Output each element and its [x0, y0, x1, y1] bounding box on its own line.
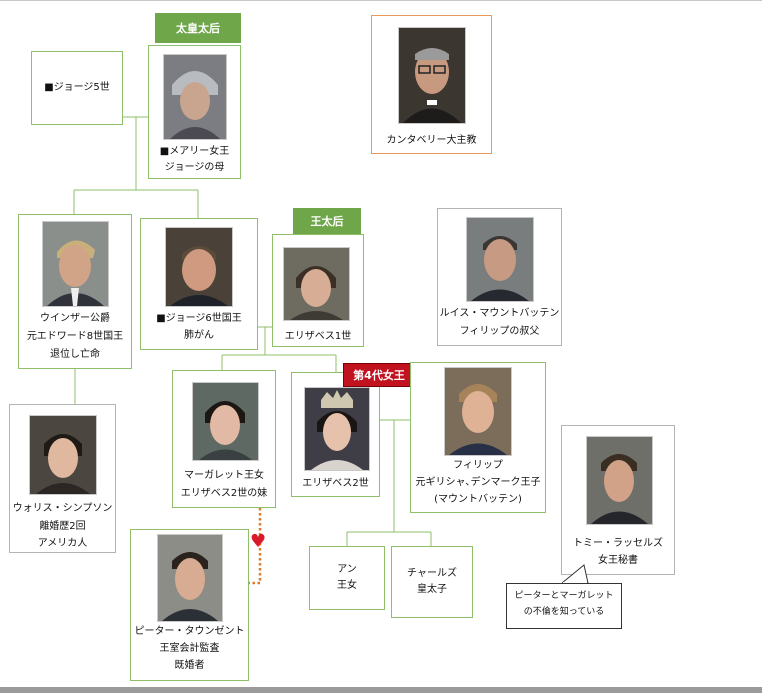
person-archbishop: カンタベリー大主教 [371, 15, 492, 154]
philip-photo [444, 367, 512, 456]
townsend-photo [157, 534, 223, 622]
mary-note: ジョージの母 [164, 162, 225, 173]
person-mountbatten: ルイス・マウントバッテン フィリップの叔父 [437, 208, 562, 346]
mountbatten-name: ルイス・マウントバッテン [439, 308, 560, 319]
windsor-photo [42, 221, 109, 307]
person-george6: ■ジョージ6世国王 肺がん [140, 218, 258, 350]
person-charles: チャールズ 皇太子 [391, 546, 473, 618]
mary-name: ■メアリー女王 [159, 146, 230, 157]
top-divider [0, 0, 762, 1]
margaret-note: エリザベス2世の妹 [180, 488, 268, 499]
mountbatten-photo [466, 217, 534, 302]
george5-name: ■ジョージ5世 [44, 82, 110, 93]
charles-title: 皇太子 [417, 584, 447, 595]
philip-note-1: 元ギリシャ､デンマーク王子 [415, 477, 541, 488]
mountbatten-note: フィリップの叔父 [459, 326, 540, 337]
note-line-1: ピーターとマーガレット [514, 591, 614, 601]
elizabeth1-photo [283, 247, 350, 321]
anne-title: 王女 [337, 580, 357, 591]
bottom-bar [0, 687, 762, 693]
lascelles-photo [586, 436, 653, 525]
person-philip: フィリップ 元ギリシャ､デンマーク王子 (マウントバッテン) [410, 362, 546, 513]
philip-name: フィリップ [453, 460, 503, 471]
simpson-name: ウォリス・シンプソン [12, 503, 113, 514]
anne-name: アン [337, 564, 357, 575]
title-queen-mother-grand: 太皇太后 [155, 13, 241, 43]
person-elizabeth1: エリザベス1世 [272, 234, 364, 347]
mary-photo [163, 54, 227, 140]
person-simpson: ウォリス・シンプソン 離婚歴2回 アメリカ人 [9, 404, 116, 553]
george6-name: ■ジョージ6世国王 [156, 313, 242, 324]
affair-line [249, 508, 262, 585]
person-george5: ■ジョージ5世 [31, 51, 123, 125]
george6-note: 肺がん [184, 330, 214, 341]
lascelles-note: 女王秘書 [598, 555, 638, 566]
archbishop-name: カンタベリー大主教 [386, 135, 477, 146]
elizabeth2-name: エリザベス2世 [302, 478, 369, 489]
person-elizabeth2: エリザベス2世 [291, 372, 380, 497]
title-fourth-queen: 第4代女王 [343, 363, 415, 387]
person-townsend: ピーター・タウンゼント 王室会計監査 既婚者 [130, 529, 249, 681]
simpson-note-1: 離婚歴2回 [39, 521, 86, 532]
note-line-2: の不倫を知っている [523, 607, 605, 617]
george6-photo [165, 227, 233, 307]
simpson-photo [29, 415, 97, 495]
charles-name: チャールズ [407, 568, 457, 579]
margaret-photo [192, 382, 259, 461]
elizabeth2-photo [304, 387, 370, 471]
person-anne: アン 王女 [309, 546, 385, 610]
archbishop-photo [398, 27, 466, 124]
townsend-name: ピーター・タウンゼント [134, 626, 245, 637]
townsend-note-2: 既婚者 [174, 660, 205, 671]
windsor-note-1: 元エドワード8世国王 [26, 331, 124, 342]
lascelles-name: トミー・ラッセルズ [573, 538, 663, 549]
person-margaret: マーガレット王女 エリザベス2世の妹 [172, 370, 276, 508]
note-pointer [562, 564, 589, 584]
note-bubble: ピーターとマーガレット の不倫を知っている [506, 583, 622, 629]
person-windsor: ウインザー公爵 元エドワード8世国王 退位し亡命 [18, 214, 132, 369]
windsor-note-2: 退位し亡命 [50, 349, 100, 360]
margaret-name: マーガレット王女 [184, 470, 264, 481]
philip-note-2: (マウントバッテン) [434, 494, 522, 505]
title-queen-mother: 王太后 [293, 208, 361, 234]
person-lascelles: トミー・ラッセルズ 女王秘書 [561, 425, 675, 575]
windsor-name: ウインザー公爵 [40, 313, 110, 324]
townsend-note-1: 王室会計監査 [159, 643, 220, 654]
elizabeth1-name: エリザベス1世 [284, 331, 352, 342]
heart-icon: ♥ [250, 531, 267, 552]
simpson-note-2: アメリカ人 [37, 538, 88, 549]
person-mary: ■メアリー女王 ジョージの母 [148, 45, 241, 179]
